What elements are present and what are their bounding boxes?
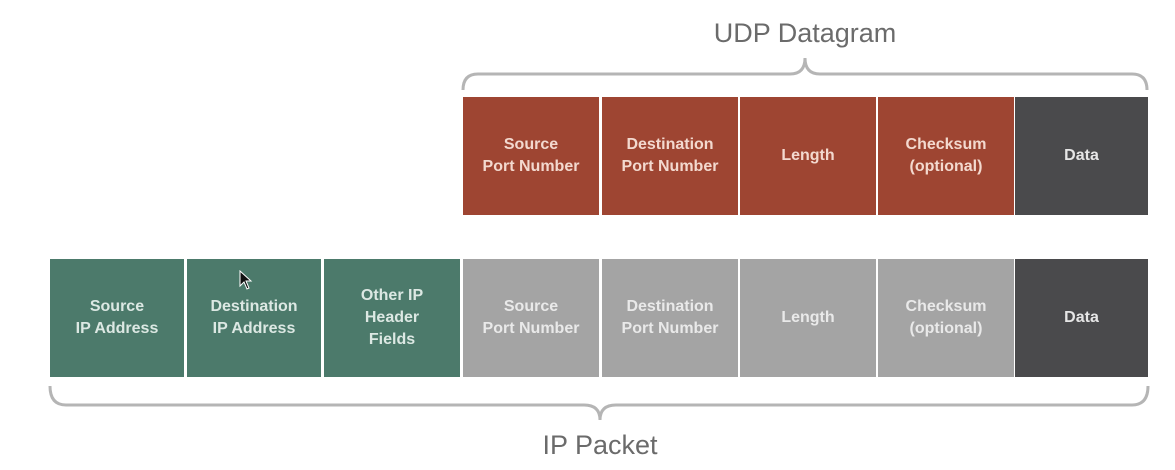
encapsulated-checksum-cell: Checksum (optional) — [878, 259, 1014, 377]
mouse-pointer-icon — [239, 270, 253, 290]
cell-label: Destination Port Number — [621, 298, 719, 337]
udp-datagram-label: UDP Datagram — [713, 18, 897, 48]
ip-packet-brace — [48, 385, 1150, 421]
udp-datagram-brace — [461, 57, 1149, 91]
encapsulated-source-port-cell: Source Port Number — [463, 259, 599, 377]
ip-destination-address-cell: Destination IP Address — [187, 259, 321, 377]
udp-checksum-cell: Checksum (optional) — [878, 97, 1014, 215]
cell-label: Data — [1064, 309, 1099, 326]
cell-label: Length — [781, 309, 835, 326]
ip-other-header-fields-cell: Other IP Header Fields — [324, 259, 460, 377]
encapsulated-length-cell: Length — [740, 259, 876, 377]
ip-packet-label: IP Packet — [542, 430, 658, 460]
ip-source-address-cell: Source IP Address — [50, 259, 184, 377]
udp-destination-port-cell: Destination Port Number — [602, 97, 738, 215]
udp-length-cell: Length — [740, 97, 876, 215]
udp-data-cell: Data — [1015, 97, 1148, 215]
cell-label: Length — [781, 147, 835, 164]
ip-data-cell: Data — [1015, 259, 1148, 377]
cell-label: Checksum (optional) — [905, 298, 987, 337]
udp-source-port-cell: Source Port Number — [463, 97, 599, 215]
encapsulated-destination-port-cell: Destination Port Number — [602, 259, 738, 377]
cell-label: Destination Port Number — [621, 136, 719, 175]
cell-label: Other IP Header Fields — [360, 287, 424, 348]
cell-label: Source IP Address — [75, 298, 159, 337]
cell-label: Source Port Number — [482, 136, 580, 175]
cell-label: Destination IP Address — [210, 298, 298, 337]
cell-label: Source Port Number — [482, 298, 580, 337]
cell-label: Data — [1064, 147, 1099, 164]
cell-label: Checksum (optional) — [905, 136, 987, 175]
